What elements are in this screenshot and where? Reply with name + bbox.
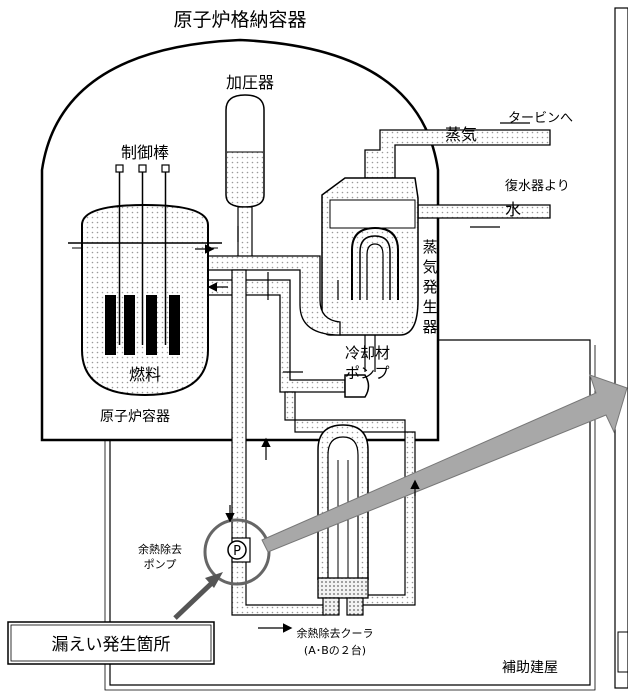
coolant-pump bbox=[344, 374, 370, 398]
sg-u-tube-inner bbox=[359, 235, 391, 300]
pressurizer-label: 加圧器 bbox=[226, 73, 274, 92]
svg-text:生: 生 bbox=[422, 298, 437, 316]
svg-text:発: 発 bbox=[422, 278, 437, 296]
callout-arrow bbox=[261, 374, 628, 553]
rhr-suction-line bbox=[231, 269, 247, 541]
rhr-pump bbox=[227, 540, 247, 560]
rhr-cooler-label-1: 余熱除去クーラ bbox=[297, 626, 374, 640]
rhr-discharge-line-1 bbox=[231, 559, 326, 616]
sg-u-tube-inner2 bbox=[366, 243, 384, 300]
sg-u-tube bbox=[351, 226, 399, 300]
leak-pointer-arrow bbox=[173, 578, 217, 620]
hot-leg bbox=[204, 255, 341, 336]
right-frame-inner bbox=[617, 631, 628, 673]
water-label: 水 bbox=[505, 200, 521, 219]
rhr-pump-label-2: ポンプ bbox=[144, 558, 177, 571]
reactor-vessel-label: 原子炉容器 bbox=[100, 408, 170, 425]
aux-building-outline bbox=[109, 339, 591, 686]
pressurizer-water bbox=[227, 152, 263, 206]
steam-generator-label: 蒸 気 発 生 器 bbox=[422, 238, 437, 336]
containment-title: 原子炉格納容器 bbox=[173, 9, 306, 31]
rhr-pump-symbol: P bbox=[233, 544, 241, 559]
leak-location-label: 漏えい発生箇所 bbox=[52, 635, 171, 655]
steam-label: 蒸気 bbox=[445, 125, 477, 144]
from-condenser-label: 復水器より bbox=[505, 178, 570, 194]
right-frame bbox=[614, 7, 628, 689]
coolant-pump-label-1: 冷却材 bbox=[345, 344, 390, 362]
feedwater-line bbox=[417, 204, 551, 219]
leak-location-box bbox=[7, 621, 215, 665]
steam-dryer bbox=[329, 199, 416, 229]
rhr-cooler-label-2: (A･Bの２台) bbox=[304, 643, 366, 657]
svg-text:蒸: 蒸 bbox=[422, 238, 437, 256]
surge-line bbox=[237, 206, 253, 261]
aux-building-outline-outer bbox=[104, 345, 596, 691]
fuel-assemblies bbox=[105, 295, 180, 355]
svg-text:器: 器 bbox=[422, 318, 437, 336]
control-rods bbox=[115, 164, 170, 345]
fuel-label: 燃料 bbox=[129, 365, 161, 384]
aux-building-label: 補助建屋 bbox=[502, 660, 558, 676]
svg-text:気: 気 bbox=[422, 258, 437, 276]
rhr-pump-label-1: 余熱除去 bbox=[138, 542, 182, 556]
flow-arrows bbox=[195, 122, 530, 633]
rhr-cooler bbox=[317, 424, 369, 616]
coolant-pump-label-2: ポンプ bbox=[345, 364, 390, 382]
to-turbine-label: タービンへ bbox=[508, 111, 573, 126]
control-rods-label: 制御棒 bbox=[121, 143, 169, 162]
steam-line bbox=[364, 129, 551, 179]
